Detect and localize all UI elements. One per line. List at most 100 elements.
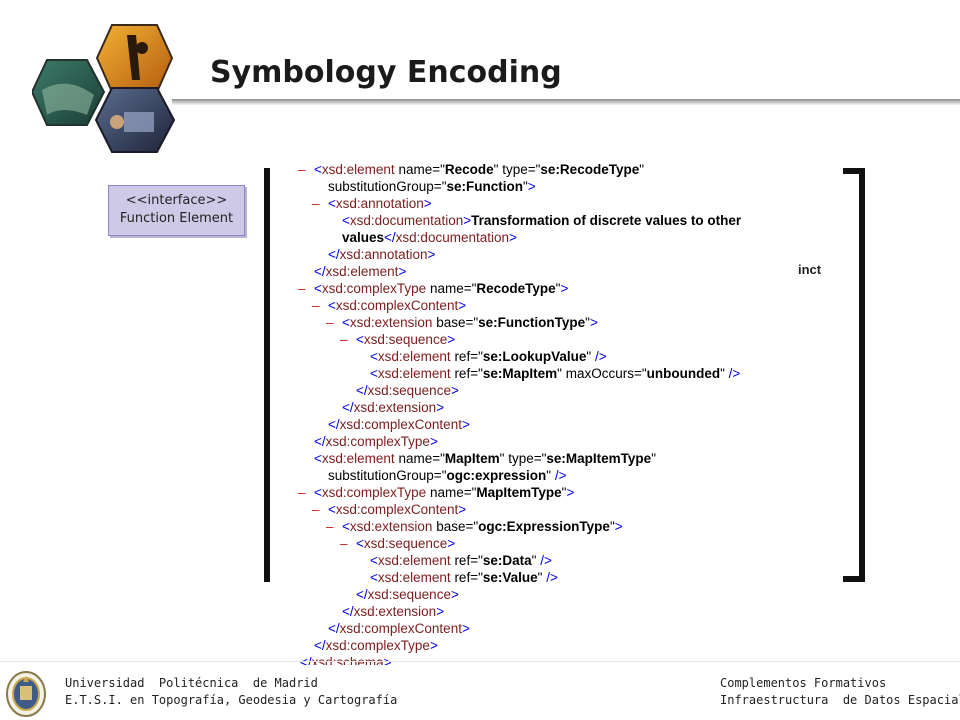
collapse-toggle[interactable]: – <box>298 162 306 177</box>
xml-line: –<xsd:annotation> <box>312 195 432 212</box>
xml-token: base=" <box>432 519 479 534</box>
xml-token: /> <box>551 468 567 483</box>
xml-token: > <box>461 621 470 636</box>
xml-token: > <box>566 485 575 500</box>
collapse-toggle[interactable]: – <box>312 502 320 517</box>
xml-token: < <box>370 570 378 585</box>
xml-line: </xsd:extension> <box>326 399 444 416</box>
xml-token: xsd:annotation <box>335 196 424 211</box>
xml-token: xsd:annotation <box>339 247 428 262</box>
xml-token: < <box>356 332 364 347</box>
xml-line: <xsd:element ref="se:MapItem" maxOccurs=… <box>354 365 740 382</box>
xml-token: > <box>450 383 459 398</box>
title-underline <box>172 99 960 105</box>
xml-token: " maxOccurs=" <box>557 366 647 381</box>
xml-token: substitutionGroup=" <box>328 179 447 194</box>
xml-token: xsd:element <box>377 349 451 364</box>
xml-line: </xsd:element> <box>298 263 406 280</box>
xml-token: xsd:element <box>321 451 395 466</box>
xml-token: xsd:complexContent <box>335 502 459 517</box>
xml-line: substitutionGroup="se:Function"> <box>312 178 536 195</box>
xml-token: > <box>423 196 432 211</box>
xml-line: </xsd:complexContent> <box>312 416 470 433</box>
xml-token: xsd:complexContent <box>335 298 459 313</box>
xml-token: se:MapItemType <box>546 451 652 466</box>
xml-line: substitutionGroup="ogc:expression" /> <box>312 467 566 484</box>
xml-token: " type=" <box>499 451 547 466</box>
xml-token: /> <box>542 570 558 585</box>
footer-university: Universidad Politécnica de Madrid <box>65 676 318 690</box>
xml-token: " <box>651 451 656 466</box>
xml-line: –<xsd:extension base="se:FunctionType"> <box>326 314 598 331</box>
xml-token: ogc:ExpressionType <box>478 519 610 534</box>
xml-token: </ <box>300 655 312 665</box>
xml-line: –<xsd:extension base="ogc:ExpressionType… <box>326 518 623 535</box>
xml-token: values <box>342 230 385 245</box>
collapse-toggle[interactable]: – <box>340 536 348 551</box>
xml-token: xsd:sequence <box>363 536 448 551</box>
xml-token: MapItemType <box>476 485 562 500</box>
university-logo <box>32 24 176 153</box>
xml-token: ref=" <box>450 570 483 585</box>
xml-token: xsd:element <box>377 570 451 585</box>
xml-token: name=" <box>426 485 477 500</box>
xml-token: ref=" <box>450 366 483 381</box>
xml-token: " <box>585 315 590 330</box>
xml-token: < <box>314 485 322 500</box>
collapse-toggle[interactable]: – <box>312 196 320 211</box>
xml-line: </xsd:complexContent> <box>312 620 470 637</box>
xml-token: /> <box>724 366 741 381</box>
xml-token: > <box>589 315 598 330</box>
xml-token: se:Function <box>446 179 524 194</box>
xml-token: > <box>398 264 407 279</box>
xml-token: " <box>609 519 615 534</box>
collapse-toggle[interactable]: – <box>326 315 334 330</box>
xml-token: > <box>458 298 467 313</box>
xml-token: /> <box>536 553 552 568</box>
xml-line: </xsd:sequence> <box>340 586 459 603</box>
xml-token: Transformation of discrete values to oth… <box>471 213 742 228</box>
xml-token: < <box>342 315 350 330</box>
interface-stereotype: <<interface>> <box>125 193 228 208</box>
xml-token: < <box>328 298 336 313</box>
footer-subject: Infraestructura de Datos Espaciales <box>720 693 960 707</box>
collapse-toggle[interactable]: – <box>298 485 306 500</box>
xml-line: –<xsd:sequence> <box>340 331 455 348</box>
xml-token: xsd:extension <box>353 604 437 619</box>
xml-token: " <box>546 468 552 483</box>
xml-line: </xsd:schema> <box>284 654 392 665</box>
xml-token: xsd:complexContent <box>339 417 462 432</box>
xml-token: > <box>429 434 438 449</box>
xml-token: " <box>537 570 543 585</box>
xml-token: > <box>461 417 470 432</box>
xml-token: < <box>314 162 322 177</box>
xml-line: <xsd:element ref="se:LookupValue" /> <box>354 348 607 365</box>
xml-token: > <box>427 247 436 262</box>
xml-token: > <box>429 638 438 653</box>
xml-token: </ <box>356 383 368 398</box>
xml-token: " <box>561 485 567 500</box>
xml-token: > <box>447 536 456 551</box>
upm-crest-icon <box>6 671 46 717</box>
xml-token: xsd:documentation <box>349 213 464 228</box>
xml-line: –<xsd:complexContent> <box>312 297 466 314</box>
xml-line: </xsd:extension> <box>326 603 444 620</box>
collapse-toggle[interactable]: – <box>326 519 334 534</box>
xml-token: </ <box>328 621 340 636</box>
xml-token: < <box>342 213 350 228</box>
xml-token: </ <box>356 587 368 602</box>
xml-token: " <box>523 179 528 194</box>
collapse-toggle[interactable]: – <box>312 298 320 313</box>
xml-token: > <box>383 655 392 665</box>
xml-token: MapItem <box>444 451 500 466</box>
footer-school: E.T.S.I. en Topografía, Geodesia y Carto… <box>65 693 398 707</box>
xml-line: </xsd:complexType> <box>298 637 438 654</box>
xml-token: " <box>586 349 592 364</box>
xml-line: –<xsd:element name="Recode" type="se:Rec… <box>298 161 644 178</box>
collapse-toggle[interactable]: – <box>298 281 306 296</box>
collapse-toggle[interactable]: – <box>340 332 348 347</box>
xml-token: < <box>314 281 322 296</box>
xml-line: <xsd:element ref="se:Value" /> <box>354 569 558 586</box>
xml-token: </ <box>314 434 326 449</box>
xml-token: se:LookupValue <box>482 349 587 364</box>
